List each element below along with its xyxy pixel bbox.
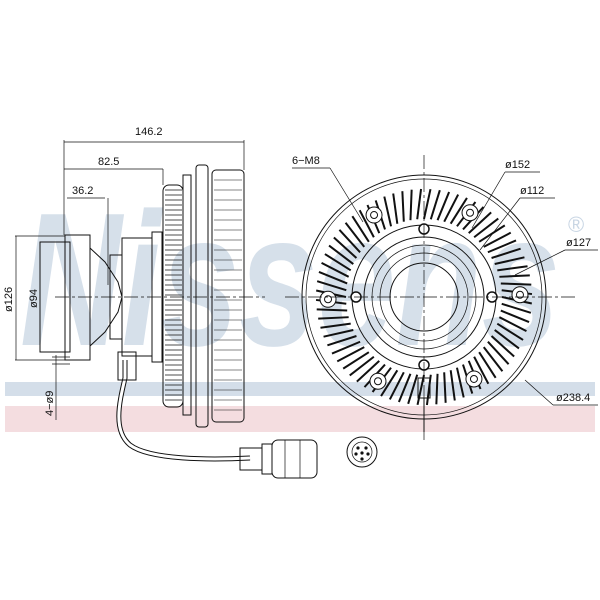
fan-fin [473,356,490,385]
fan-fin [324,253,352,272]
fan-fin [449,370,456,401]
m8-threaded-hole [465,370,483,388]
fan-fin [494,329,520,350]
fan-fin [331,340,361,355]
watermark-blue-band [5,382,595,396]
fan-fin [349,355,375,377]
fan-fin [318,270,348,285]
fan-fin [483,231,512,248]
fan-fin [333,236,358,259]
m8-threaded-hole [461,204,479,222]
fan-fin [498,316,527,333]
fan-fin [392,193,399,224]
fan-fin [487,341,510,365]
watermark-logo: Nissens [20,174,560,386]
fan-fin [407,374,419,405]
fan-fin [478,224,506,243]
dim-pilot-diameter: ø94 [28,289,40,308]
m8-threaded-hole [369,372,387,390]
fan-fin [344,222,366,248]
fan-fin [468,211,492,234]
dim-overall-length: 146.2 [135,126,163,138]
registered-mark: ® [568,212,584,237]
fan-fin [318,316,349,320]
m8-threaded-hole [511,286,529,304]
fan-fin [494,256,525,266]
fan-fin [320,322,351,329]
dim-bolt-circle-outer: ø152 [505,159,530,171]
m8-threaded-hole [319,290,337,308]
dim-threaded-holes: 6−M8 [292,155,320,167]
fan-fin [383,196,393,227]
fan-fin [490,335,515,358]
fan-fin [336,346,365,363]
fan-fin [500,282,532,286]
fan-fin [429,189,441,220]
fan-fin [473,217,499,239]
fan-fin [323,328,354,338]
m8-threaded-hole [365,206,383,224]
dim-flange-diameter: ø126 [3,287,15,312]
fan-fin [501,302,532,314]
fan-fin [328,244,354,265]
fan-fin [499,274,530,278]
connector-plug [239,439,318,479]
fan-fin [436,191,451,221]
fan-fin [449,197,468,225]
fan-fin [423,188,432,220]
fan-fin [482,346,504,372]
fan-fin [409,189,413,221]
fan-fin [416,188,423,220]
fan-fin [380,369,399,397]
fan-fin [388,371,405,400]
flange [64,234,91,361]
fan-fin [500,309,530,324]
dim-bolt-holes: 4−ø9 [44,391,56,416]
watermark-pink-band [5,406,595,432]
front-view: 6−M8 ø152 ø112 ø127 ø238.4 [285,155,598,440]
side-view: 146.2 82.5 36.2 ø126 ø94 4−ø9 [3,126,378,479]
fan-fin [321,261,350,278]
fan-fin [491,247,521,259]
fan-fin [487,239,517,254]
fan-fin [342,351,370,370]
fan-fin [358,209,375,238]
dim-hub-length: 82.5 [98,156,119,168]
fan-fin [401,191,405,222]
fan-fin [497,265,528,272]
dim-bolt-circle-inner: ø127 [566,237,591,249]
fan-fin [356,360,380,383]
fan-fin [338,229,361,253]
dim-flange-length: 36.2 [72,185,93,197]
connector-face [346,436,378,468]
fan-fin [435,373,439,405]
fan-fin [478,351,497,379]
fan-fin [443,194,460,223]
fan-fin [496,322,524,341]
fan-fin [443,372,447,403]
cable-gland [117,351,137,381]
dim-bore-diameter: ø112 [520,185,544,197]
fan-fin [416,374,425,406]
fan-fin [316,280,347,292]
drive-plate [211,169,245,423]
fan-fin [316,308,348,312]
fan-fin [327,335,357,347]
dim-outer-diameter: ø238.4 [556,392,590,404]
fan-fin [351,215,370,243]
fan-fin [455,367,465,398]
fan-fin [397,373,412,403]
